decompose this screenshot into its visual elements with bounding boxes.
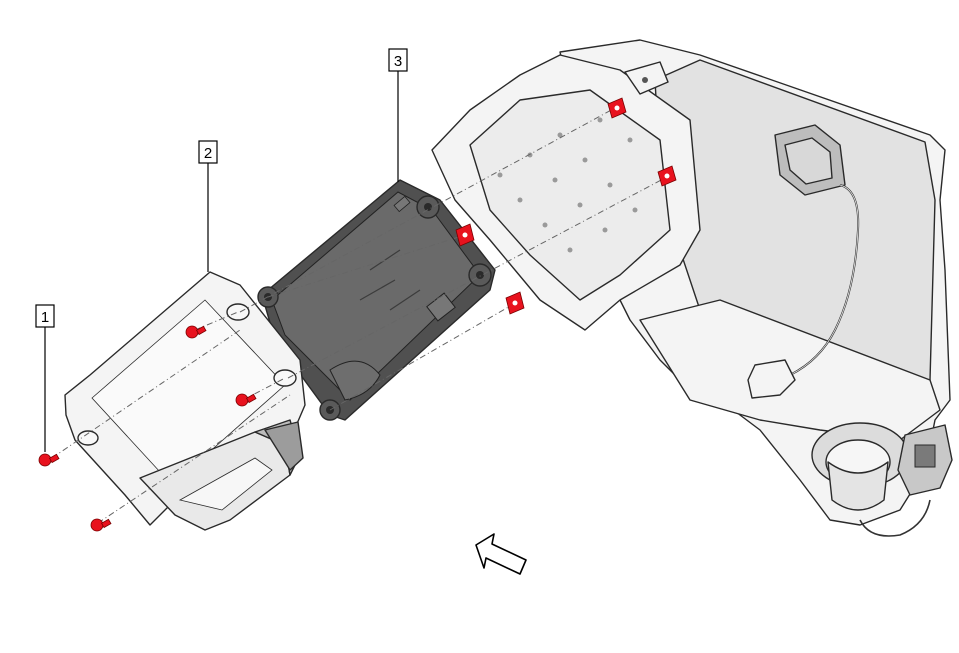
fasteners [38, 97, 677, 532]
console-housing [431, 39, 953, 537]
clip-nut-icon [607, 97, 627, 119]
clip-nut-icon [505, 291, 525, 315]
callout-3: 3 [388, 48, 408, 182]
callout-label: 1 [41, 309, 49, 326]
callout-2: 2 [198, 140, 218, 272]
screw-icon [90, 518, 112, 532]
clip-nut-icon [455, 223, 475, 247]
screw-icon [185, 325, 207, 339]
callout-label: 3 [394, 53, 402, 70]
clip-nut-icon [657, 165, 677, 187]
callout-1: 1 [35, 304, 55, 452]
view-direction-arrow-icon [475, 533, 527, 575]
callout-label: 2 [204, 145, 212, 162]
module-cover [64, 271, 306, 531]
assembly-guide-lines [51, 107, 666, 524]
screw-icon [38, 453, 60, 467]
screw-icon [235, 393, 257, 407]
